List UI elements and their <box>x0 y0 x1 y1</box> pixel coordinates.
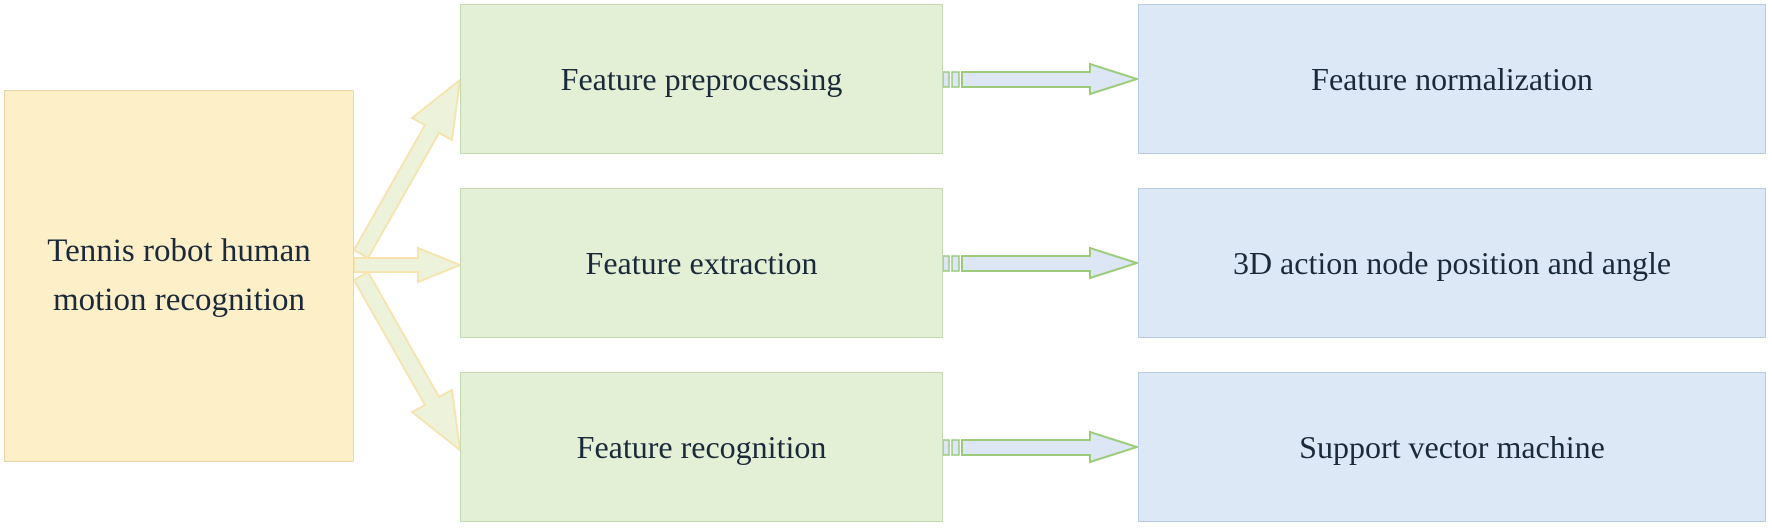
flow-arrow-row-3 <box>942 430 1141 464</box>
step-label-extraction: Feature extraction <box>585 244 818 281</box>
step-label-preprocessing: Feature preprocessing <box>560 60 843 97</box>
branch-arrow-to-extraction <box>353 246 463 284</box>
step-label-recognition: Feature recognition <box>576 428 827 465</box>
step-box-extraction: Feature extraction <box>460 188 943 338</box>
result-label-normalization: Feature normalization <box>1311 60 1593 97</box>
result-label-3d-action-node: 3D action node position and angle <box>1232 244 1672 281</box>
flow-arrow-row-1 <box>942 62 1141 96</box>
branch-arrow-to-recognition <box>352 270 462 453</box>
flow-arrow-row-2 <box>942 246 1141 280</box>
result-label-svm: Support vector machine <box>1299 428 1605 465</box>
branch-arrow-to-preprocessing <box>352 77 462 260</box>
result-box-3d-action-node: 3D action node position and angle <box>1138 188 1766 338</box>
step-box-recognition: Feature recognition <box>460 372 943 522</box>
result-box-svm: Support vector machine <box>1138 372 1766 522</box>
result-box-normalization: Feature normalization <box>1138 4 1766 154</box>
source-label: Tennis robot human motion recognition <box>47 232 311 319</box>
step-box-preprocessing: Feature preprocessing <box>460 4 943 154</box>
source-box: Tennis robot human motion recognition <box>4 90 354 462</box>
